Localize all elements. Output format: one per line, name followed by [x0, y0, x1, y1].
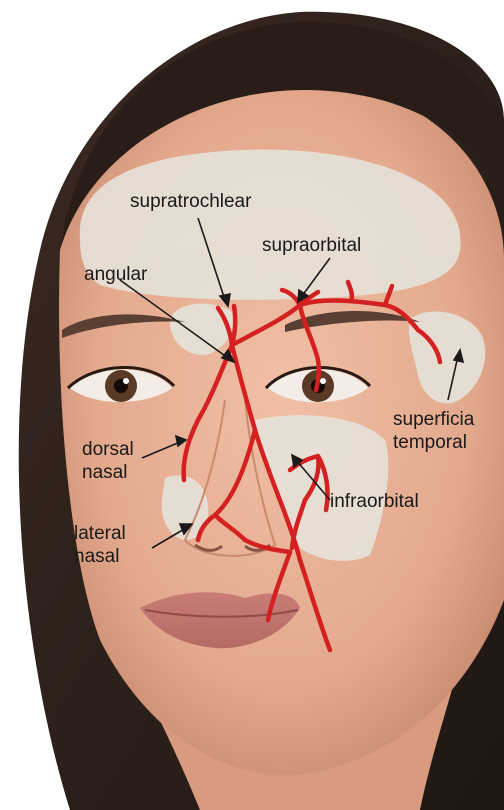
label-dorsal-nasal-line2: nasal: [82, 461, 134, 484]
label-supratrochlear: supratrochlear: [130, 190, 251, 213]
label-supraorbital: supraorbital: [262, 234, 361, 257]
label-angular: angular: [84, 263, 147, 286]
label-superficial-temporal: superficia temporal: [393, 408, 474, 454]
label-infraorbital: infraorbital: [330, 490, 419, 513]
label-dorsal-nasal-line1: dorsal: [82, 438, 134, 461]
label-lateral-nasal: lateral nasal: [74, 522, 126, 568]
label-lateral-nasal-line1: lateral: [74, 522, 126, 545]
label-superficial-temporal-line1: superficia: [393, 408, 474, 431]
label-superficial-temporal-line2: temporal: [393, 431, 474, 454]
label-dorsal-nasal: dorsal nasal: [82, 438, 134, 484]
label-lateral-nasal-line2: nasal: [74, 545, 126, 568]
